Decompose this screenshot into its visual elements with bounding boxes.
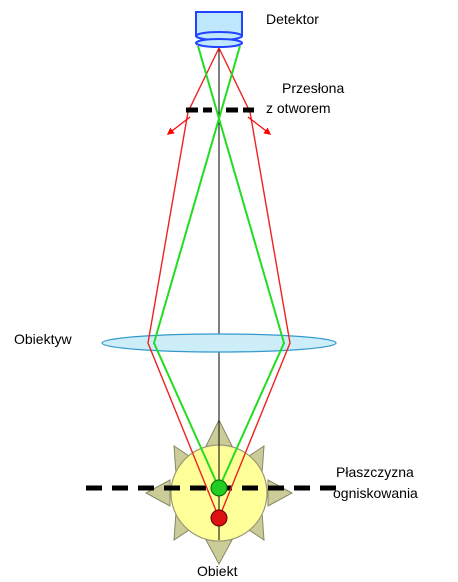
blocked-ray-arrow-right <box>247 116 272 135</box>
sun-ray-right <box>267 479 294 507</box>
out-of-focus-rays <box>147 47 291 519</box>
detector-label: Detektor <box>266 11 319 27</box>
focal-plane-label-line1: Płaszczyzna <box>336 464 414 480</box>
offfocus-point-red <box>210 509 228 527</box>
green-ray-right <box>197 45 286 489</box>
sun-ray-left <box>144 479 171 507</box>
aperture-label-line2: z otworem <box>266 100 331 116</box>
focus-point-green <box>210 479 228 497</box>
aperture-label-line1: Przesłona <box>282 80 345 96</box>
lens-icon <box>101 333 337 353</box>
sun-ray-bottom <box>205 539 233 566</box>
focal-plane-label-line2: ogniskowania <box>333 485 418 501</box>
red-ray-right <box>218 47 291 519</box>
red-ray-left <box>147 47 220 519</box>
detector-icon <box>195 11 243 48</box>
detector-rim-bottom <box>195 38 243 48</box>
in-focus-rays <box>152 45 286 489</box>
object-label: Obiekt <box>197 563 238 579</box>
lens-label: Obiektyw <box>14 331 72 347</box>
blocked-ray-arrow-left <box>166 116 191 135</box>
green-ray-left <box>152 45 241 489</box>
